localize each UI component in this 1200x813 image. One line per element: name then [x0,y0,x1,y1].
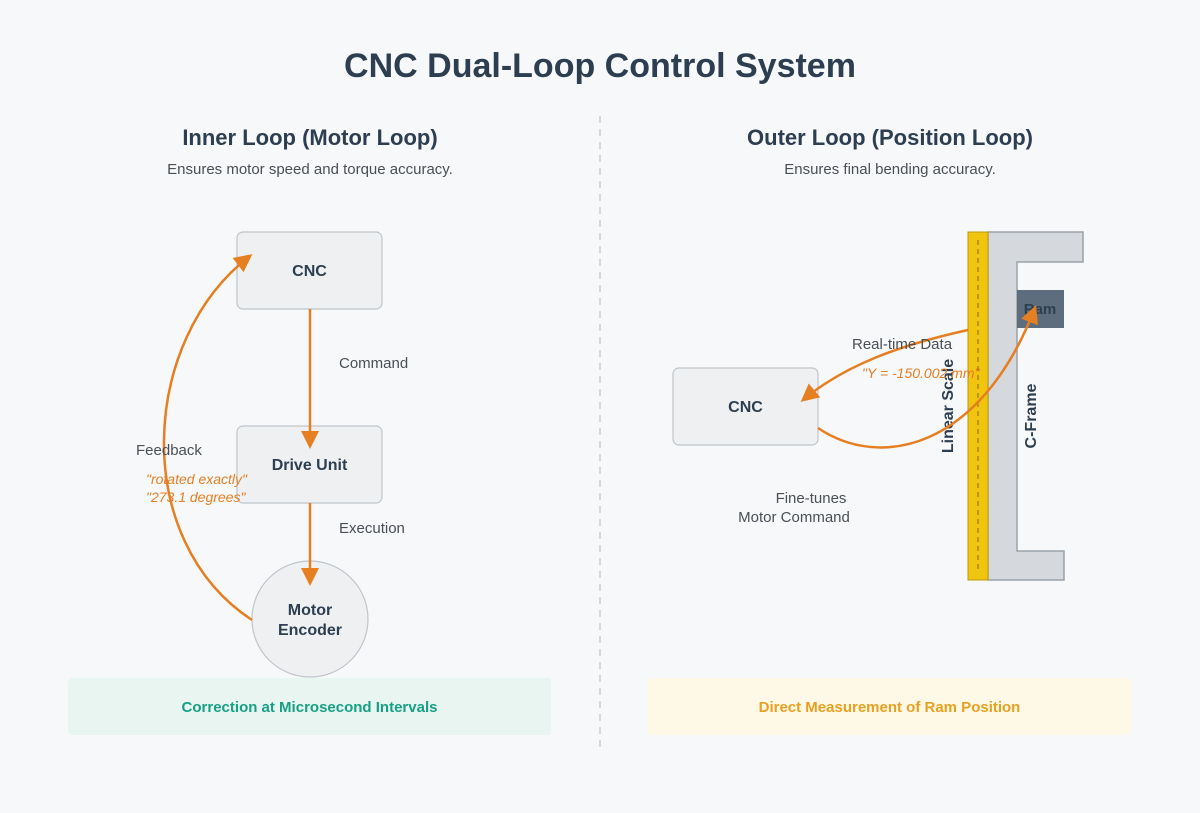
page-title: CNC Dual-Loop Control System [344,47,856,85]
outer-loop-description: Ensures final bending accuracy. [784,161,996,178]
outer-cnc-label: CNC [728,399,763,416]
feedback-quote-line1: "rotated exactly" [146,471,248,487]
realtime-data-quote: "Y = -150.002 mm" [862,365,980,381]
realtime-data-label: Real-time Data [852,336,953,353]
finetune-label-line2: Motor Command [738,509,850,526]
inner-cnc-label: CNC [292,263,327,280]
motor-encoder-label-line2: Encoder [278,622,342,639]
inner-banner [68,678,551,735]
inner-banner-text: Correction at Microsecond Intervals [182,699,438,716]
motor-encoder-label-line1: Motor [288,602,332,619]
finetune-arrow [817,305,1038,449]
inner-loop-section: Inner Loop (Motor Loop) Ensures motor sp… [68,125,551,735]
outer-loop-heading: Outer Loop (Position Loop) [747,125,1033,150]
execution-label: Execution [339,520,405,537]
realtime-data-arrow [800,328,969,402]
inner-loop-heading: Inner Loop (Motor Loop) [182,125,437,150]
outer-banner [648,678,1131,735]
finetune-label-line1: Fine-tunes [776,490,847,507]
outer-loop-section: Outer Loop (Position Loop) Ensures final… [648,125,1131,735]
feedback-arrow [162,254,253,622]
inner-loop-description: Ensures motor speed and torque accuracy. [167,161,453,178]
outer-cnc-box [672,367,819,446]
feedback-label: Feedback [136,442,202,459]
ram-label: Ram [1024,301,1057,318]
feedback-quote-line2: "273.1 degrees" [146,489,246,505]
drive-unit-label: Drive Unit [272,457,348,474]
command-label: Command [339,355,408,372]
c-frame-label: C-Frame [1023,383,1040,448]
outer-banner-text: Direct Measurement of Ram Position [759,699,1021,716]
c-frame-shape [987,231,1084,581]
